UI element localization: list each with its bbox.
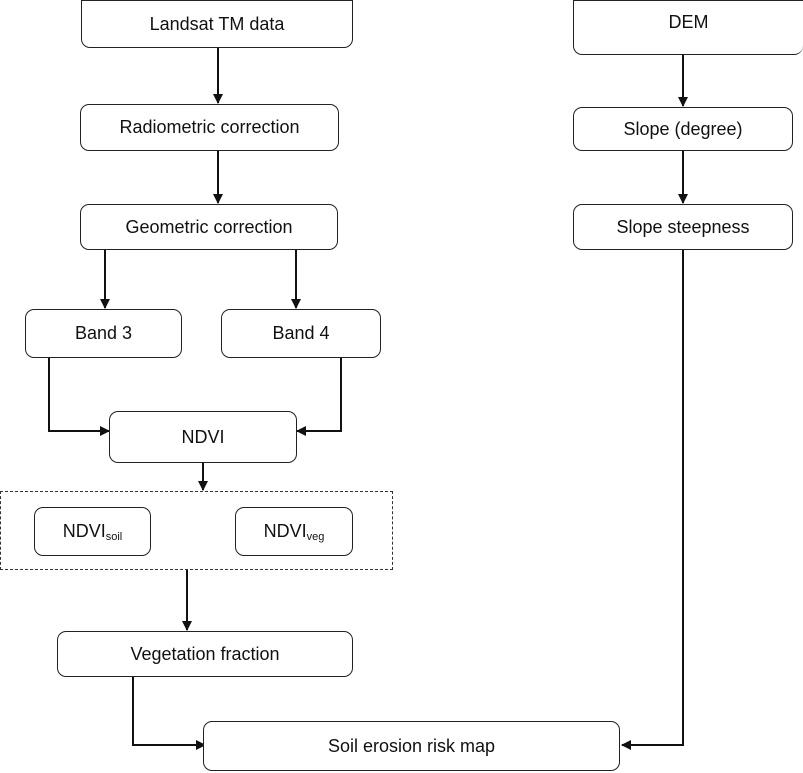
arrow-band4-to-ndvi — [296, 358, 342, 436]
ndvi-soil-box: NDVIsoil — [34, 507, 151, 556]
band-4-label: Band 4 — [272, 323, 330, 343]
geometric-correction-label: Geometric correction — [125, 216, 293, 237]
dem-label: DEM — [668, 12, 709, 32]
ndvi-veg-box: NDVIveg — [235, 507, 353, 556]
ndvi-label: NDVI — [181, 426, 225, 447]
radiometric-correction-label: Radiometric correction — [119, 117, 300, 137]
landsat-tm-data-label: Landsat TM data — [149, 13, 285, 34]
soil-erosion-risk-map-label: Soil erosion risk map — [327, 735, 496, 756]
ndvi-veg-label: NDVIveg — [263, 520, 325, 543]
soil-erosion-risk-map-box: Soil erosion risk map — [203, 721, 620, 771]
band-3-label: Band 3 — [74, 323, 133, 343]
vegetation-fraction-box: Vegetation fraction — [57, 631, 353, 677]
band-3-box: Band 3 — [25, 309, 182, 358]
geometric-correction-box: Geometric correction — [80, 204, 338, 250]
dem-box: DEM — [573, 0, 803, 55]
vegetation-fraction-label: Vegetation fraction — [130, 643, 280, 664]
ndvi-box: NDVI — [109, 411, 297, 463]
radiometric-correction-box: Radiometric correction — [80, 104, 339, 151]
ndvi-endmember-group — [0, 491, 393, 570]
arrow-slope-steepness-to-soil-erosion — [621, 250, 684, 750]
ndvi-soil-label: NDVIsoil — [62, 520, 123, 543]
band-4-box: Band 4 — [221, 309, 381, 358]
landsat-tm-data-box: Landsat TM data — [81, 0, 353, 48]
slope-degree-label: Slope (degree) — [623, 118, 743, 139]
slope-degree-box: Slope (degree) — [573, 107, 793, 151]
slope-steepness-label: Slope steepness — [616, 216, 750, 237]
arrow-vegetation-fraction-to-soil-erosion — [132, 677, 206, 750]
slope-steepness-box: Slope steepness — [573, 204, 793, 250]
arrow-band3-to-ndvi — [48, 358, 110, 436]
